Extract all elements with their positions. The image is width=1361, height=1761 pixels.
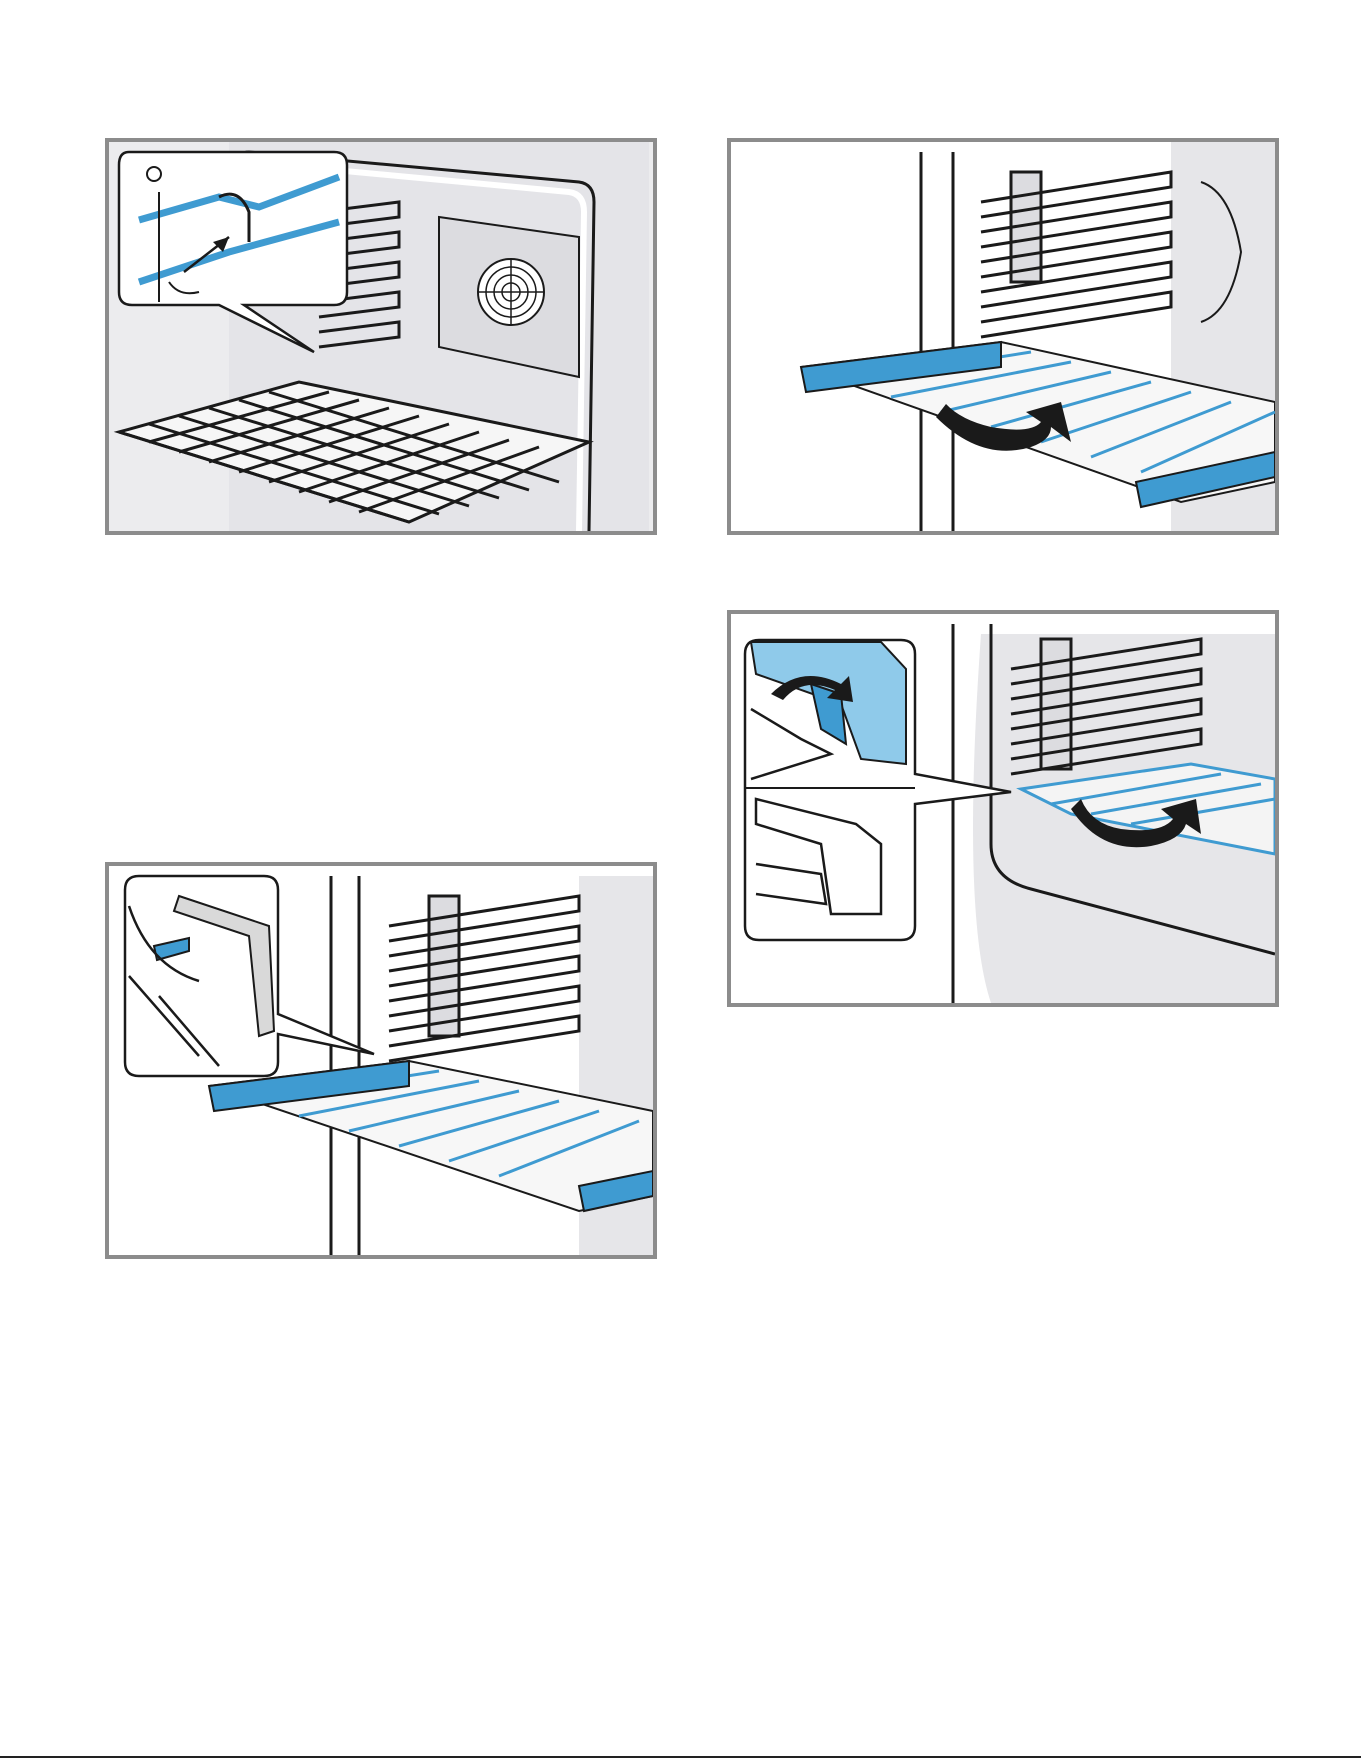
figure-2-shelf-rotation (727, 138, 1279, 535)
figure-4-illustration (109, 866, 653, 1255)
figure-1-shelf-insertion (105, 138, 657, 535)
figure-4-clip-attach (105, 862, 657, 1259)
figure-1-illustration (109, 142, 653, 531)
figure-2-illustration (731, 142, 1275, 531)
figure-3-clip-release (727, 610, 1279, 1007)
figure-3-illustration (731, 614, 1275, 1003)
page-bottom-rule (0, 1756, 1361, 1758)
